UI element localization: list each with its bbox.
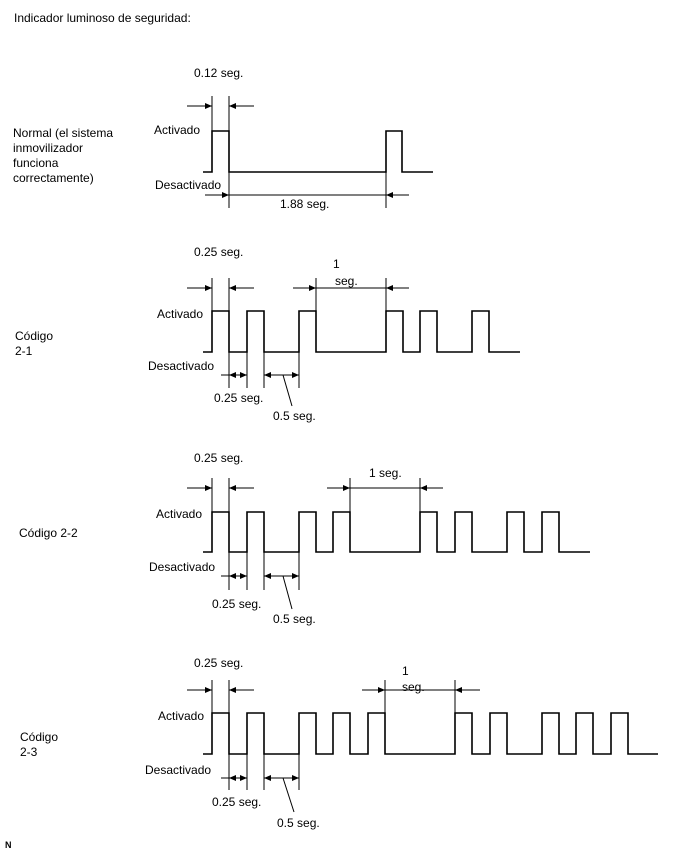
code-2-2-name: Código 2-2 <box>19 526 78 540</box>
code-2-3-gap-duration-label: 0.5 seg. <box>277 816 320 830</box>
code-2-2-off-label: Desactivado <box>149 560 215 574</box>
code-2-3-dimension-lines <box>187 680 480 813</box>
code-2-1-long-duration-label: 1 seg. <box>333 257 358 288</box>
code-2-1-off-label: Desactivado <box>148 359 214 373</box>
normal-arrowheads <box>205 103 393 198</box>
normal-off-label: Desactivado <box>155 178 221 192</box>
code-2-1-waveform <box>203 310 520 353</box>
normal-long-duration-label: 1.88 seg. <box>280 197 329 211</box>
page-title: Indicador luminoso de seguridad: <box>14 11 191 25</box>
normal-dimension-lines <box>187 96 409 208</box>
code-2-2-timing-diagram: Código 2-2 Activado Desactivado 0.25 seg… <box>19 451 590 626</box>
code-2-2-off-duration-label: 0.25 seg. <box>212 597 261 611</box>
normal-on-duration-label: 0.12 seg. <box>194 66 243 80</box>
normal-on-label: Activado <box>154 123 200 137</box>
code-2-3-off-duration-label: 0.25 seg. <box>212 795 261 809</box>
code-2-3-arrowheads <box>205 687 462 781</box>
code-2-1-gap-duration-label: 0.5 seg. <box>273 409 316 423</box>
code-2-1-arrowheads <box>205 285 393 378</box>
code-2-2-arrowheads <box>205 485 427 579</box>
code-2-3-name: Código 2-3 <box>20 730 61 759</box>
code-2-1-on-duration-label: 0.25 seg. <box>194 245 243 259</box>
code-2-2-on-duration-label: 0.25 seg. <box>194 451 243 465</box>
code-2-3-on-duration-label: 0.25 seg. <box>194 656 243 670</box>
code-2-3-waveform <box>203 712 658 755</box>
code-2-2-on-label: Activado <box>156 507 202 521</box>
code-2-1-name: Código 2-1 <box>15 329 56 358</box>
normal-name: Normal (el sistema inmovilizador funcion… <box>13 126 116 185</box>
code-2-2-long-duration-label: 1 seg. <box>369 466 402 480</box>
code-2-3-timing-diagram: Código 2-3 Activado Desactivado 0.25 seg… <box>20 656 658 830</box>
code-2-2-dimension-lines <box>187 478 443 610</box>
normal-timing-diagram: Normal (el sistema inmovilizador funcion… <box>13 66 433 211</box>
code-2-3-on-label: Activado <box>158 709 204 723</box>
code-2-1-timing-diagram: Código 2-1 Activado Desactivado 0.25 seg… <box>15 245 520 423</box>
footer-mark: N <box>5 840 12 850</box>
code-2-2-gap-duration-label: 0.5 seg. <box>273 612 316 626</box>
code-2-3-off-label: Desactivado <box>145 763 211 777</box>
normal-waveform <box>203 130 433 173</box>
code-2-1-dimension-lines <box>187 278 409 407</box>
code-2-1-on-label: Activado <box>157 307 203 321</box>
code-2-1-off-duration-label: 0.25 seg. <box>214 391 263 405</box>
code-2-2-waveform <box>203 511 590 553</box>
